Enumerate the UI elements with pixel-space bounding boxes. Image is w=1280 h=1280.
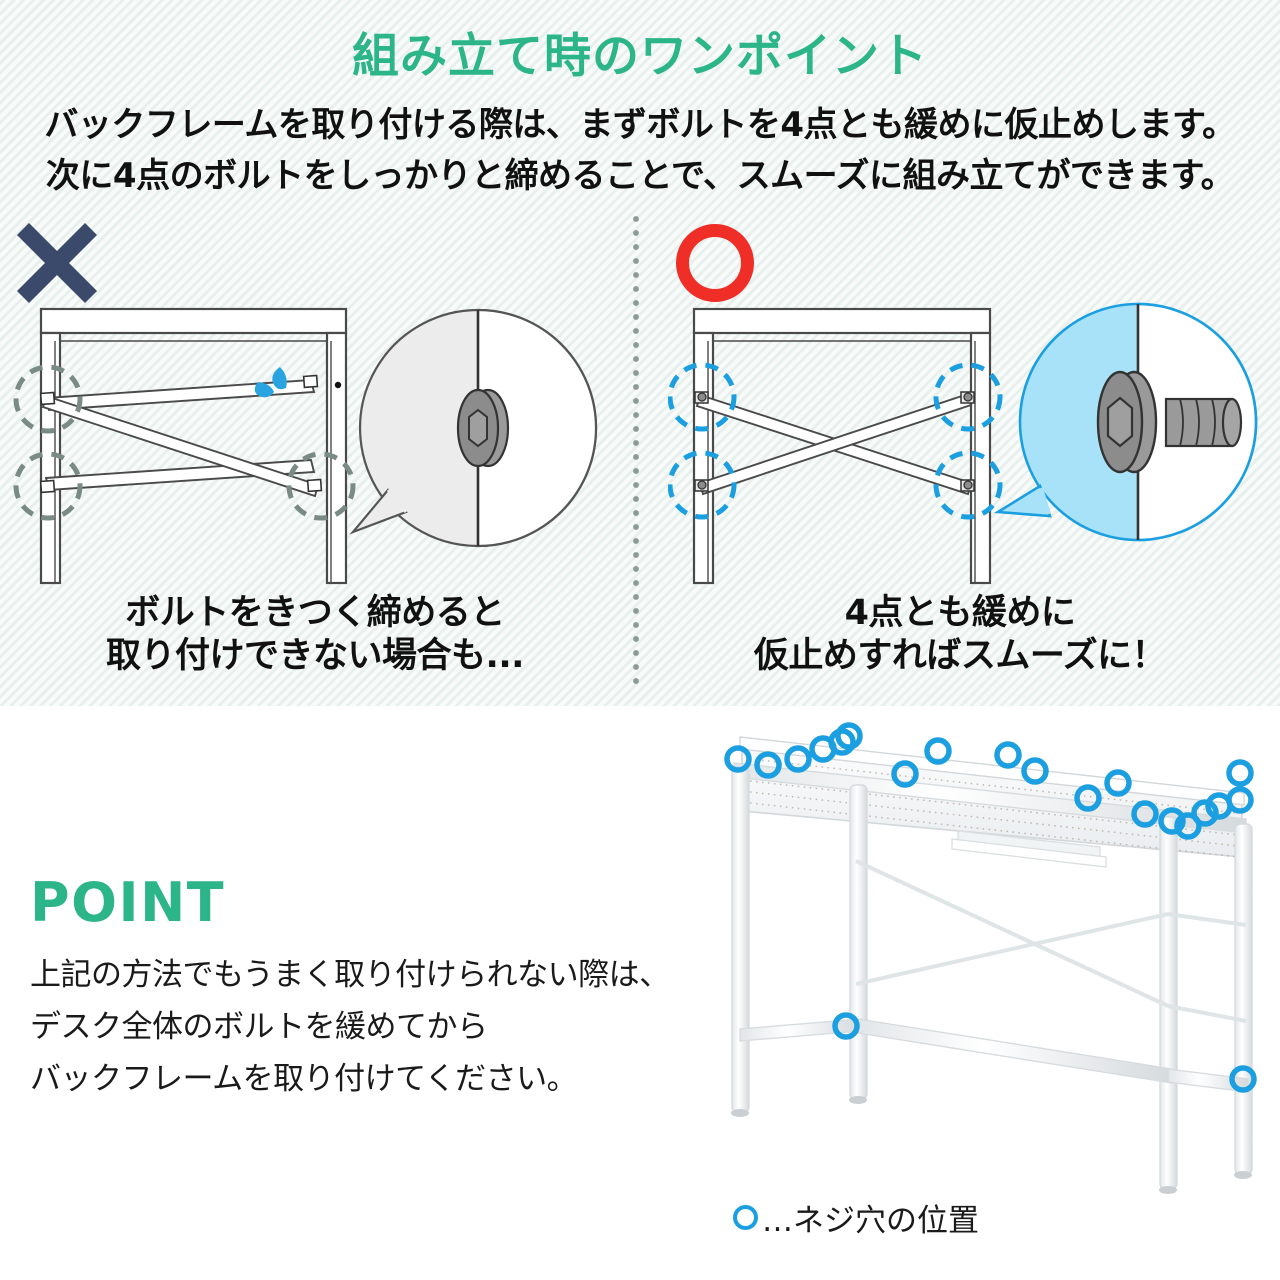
point-body-line-1: 上記の方法でもうまく取り付けられない際は、 (30, 957, 670, 993)
x-mark-icon (16, 222, 98, 304)
good-example-caption: 4点とも緩めに 仮止めすればスムーズに！ (670, 592, 1250, 677)
bad-bolt-callout (349, 308, 598, 548)
desk-screw-hole-diagram (724, 722, 1257, 1194)
bad-caption-line-1: ボルトをきつく締めると (125, 593, 505, 633)
good-example-illustration (668, 302, 1258, 585)
screw-hole-marker (1158, 807, 1186, 835)
screw-hole-marker (754, 751, 782, 779)
legend-label: …ネジ穴の位置 (762, 1203, 979, 1239)
screw-hole-marker (832, 1012, 860, 1040)
bolt-point-highlight (933, 362, 1003, 432)
screw-hole-marker (1104, 769, 1132, 797)
screw-hole-marker (994, 741, 1022, 769)
sweat-drop-icon (254, 367, 287, 398)
bolt-point-highlight (13, 451, 83, 521)
screw-hole-markers (724, 722, 1257, 1093)
screw-hole-marker (1021, 757, 1049, 785)
vertical-dotted-divider (630, 212, 642, 690)
onepoint-section: 組み立て時のワンポイント バックフレームを取り付ける際は、まずボルトを4点とも緩… (0, 0, 1280, 706)
good-bolt-callout (993, 302, 1258, 542)
o-mark-icon (676, 224, 754, 302)
bolt-point-highlight (286, 451, 356, 521)
screw-hole-marker (784, 745, 812, 773)
screw-hole-marker (1174, 812, 1202, 840)
bolt-point-highlight (933, 450, 1003, 520)
screw-hole-marker (1074, 784, 1102, 812)
screw-hole-marker (1191, 799, 1219, 827)
circle-outline-icon (733, 1205, 758, 1230)
bolt-point-highlight (668, 362, 737, 432)
screw-hole-marker (1131, 800, 1159, 828)
page-title: 組み立て時のワンポイント (352, 29, 928, 84)
good-caption-line-1: 4点とも緩めに (844, 593, 1076, 633)
bad-caption-line-2: 取り付けできない場合も... (106, 635, 524, 676)
screw-hole-marker (724, 745, 752, 773)
screw-hole-marker (1226, 786, 1254, 814)
screw-hole-marker (924, 737, 952, 765)
screw-hole-marker (891, 760, 919, 788)
point-body-line-2: デスク全体のボルトを緩めてから (30, 1009, 488, 1045)
good-caption-line-2: 仮止めすればスムーズに！ (753, 635, 1167, 676)
screw-hole-marker (1226, 759, 1254, 787)
point-heading: POINT (30, 871, 226, 934)
bad-example-caption: ボルトをきつく締めると 取り付けできない場合も... (25, 592, 605, 677)
intro-text-line-2: 次に4点のボルトをしっかりと締めることで、スムーズに組み立てができます。 (45, 156, 1235, 196)
intro-text-line-1: バックフレームを取り付ける際は、まずボルトを4点とも緩めに仮止めします。 (44, 105, 1236, 145)
bolt-point-highlight (668, 450, 737, 520)
screw-hole-marker (1229, 1065, 1257, 1093)
point-body-line-3: バックフレームを取り付けてください。 (30, 1061, 578, 1097)
screw-hole-marker (835, 722, 863, 750)
bolt-point-highlight (13, 364, 83, 434)
bad-example-illustration (13, 307, 598, 585)
legend: …ネジ穴の位置 (733, 1195, 979, 1240)
point-section: POINT 上記の方法でもうまく取り付けられない際は、 デスク全体のボルトを緩め… (0, 706, 1280, 1280)
